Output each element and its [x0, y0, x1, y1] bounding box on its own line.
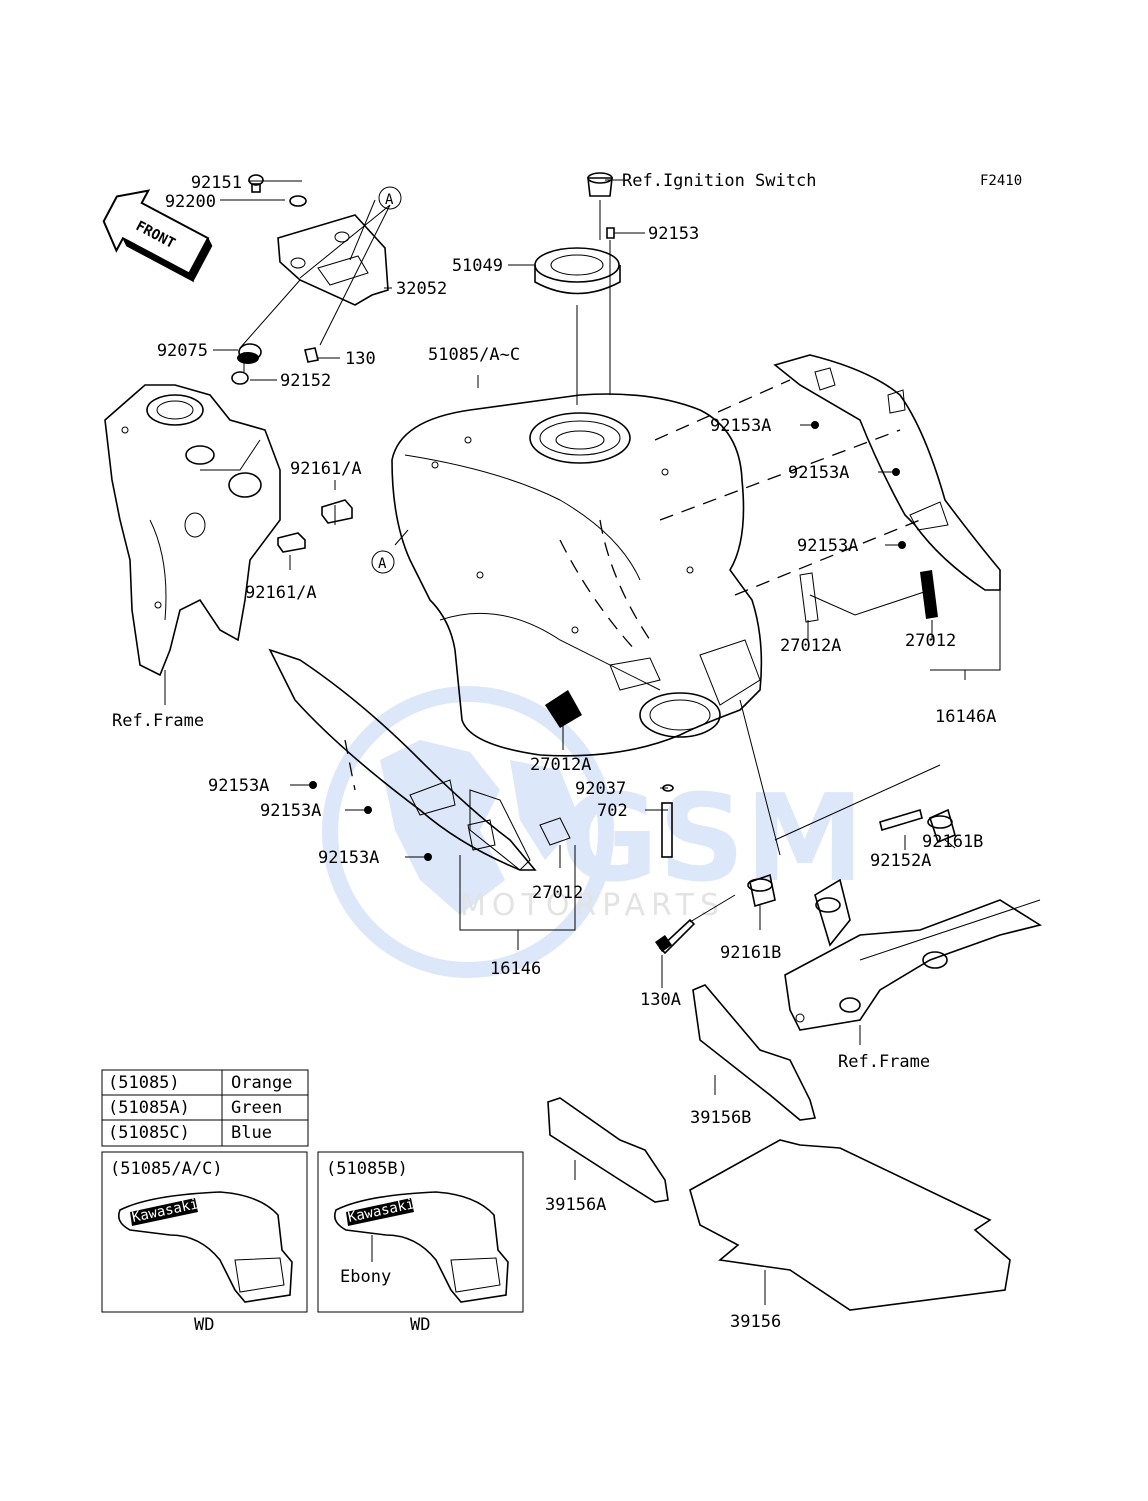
leader-lines: [164, 179, 1001, 1305]
fuel-cap-assembly: [534, 172, 621, 405]
label-92153a-r2: 92153A: [788, 463, 849, 483]
reference-marker-a-mid: A: [371, 550, 395, 574]
inset-2-note: Ebony: [340, 1267, 391, 1287]
reference-marker-a-top: A: [378, 186, 402, 210]
label-39156b: 39156B: [690, 1108, 751, 1128]
color-table-color-0: Orange: [231, 1073, 292, 1093]
watermark-sub: MOTORPARTS: [460, 888, 725, 923]
label-92161b-c: 92161B: [720, 943, 781, 963]
label-92152a: 92152A: [870, 851, 931, 871]
label-32052: 32052: [396, 279, 447, 299]
color-table-code-2: (51085C): [108, 1123, 190, 1143]
label-92153: 92153: [648, 224, 699, 244]
label-ref-ignition: Ref.Ignition Switch: [622, 171, 816, 191]
label-92153a-r1: 92153A: [710, 416, 771, 436]
color-table-color-1: Green: [231, 1098, 282, 1118]
left-frame-head: [104, 384, 281, 677]
inset-2-brand: Kawasaki: [347, 1196, 416, 1226]
inset-2-title: (51085B): [326, 1159, 408, 1179]
label-51085: 51085/A~C: [428, 345, 520, 365]
label-92075: 92075: [157, 341, 208, 361]
label-92037: 92037: [575, 779, 626, 799]
label-27012-c: 27012: [532, 883, 583, 903]
figure-code: F2410: [980, 173, 1022, 189]
color-table-code-0: (51085): [108, 1073, 180, 1093]
label-92161a-1: 92161/A: [290, 459, 362, 479]
label-92152: 92152: [280, 371, 331, 391]
fuel-tank: [391, 393, 763, 757]
right-stickers: [799, 570, 938, 623]
part-labels: 92151 92200 32052 92075 130 92152 Ref.Ig…: [112, 171, 996, 1332]
watermark-brand: GSM: [560, 770, 864, 909]
label-92151: 92151: [191, 173, 242, 193]
label-27012-r: 27012: [905, 631, 956, 651]
color-table-color-2: Blue: [231, 1123, 272, 1143]
label-27012a-r: 27012A: [780, 636, 841, 656]
label-ref-frame-right: Ref.Frame: [838, 1052, 930, 1072]
label-51049: 51049: [452, 256, 503, 276]
label-92153a-l1: 92153A: [208, 776, 269, 796]
label-702: 702: [597, 801, 628, 821]
front-arrow-icon: FRONT: [102, 189, 213, 283]
reference-marker-a-mid-label: A: [378, 556, 387, 572]
label-92153a-l3: 92153A: [318, 848, 379, 868]
color-table: (51085) Orange (51085A) Green (51085C) B…: [101, 1069, 309, 1147]
rubber-pads: [277, 499, 353, 553]
inset-1-caption: WD: [194, 1315, 214, 1335]
label-16146: 16146: [490, 959, 541, 979]
inset-51085b: (51085B) Kawasaki Ebony WD: [317, 1151, 524, 1335]
label-92161b-r: 92161B: [922, 832, 983, 852]
color-table-code-1: (51085A): [108, 1098, 190, 1118]
watermark: GSM MOTORPARTS: [322, 686, 864, 978]
label-39156a: 39156A: [545, 1195, 606, 1215]
inset-51085-a-c: (51085/A/C) Kawasaki WD: [101, 1151, 308, 1335]
dashed-leaders: [344, 379, 921, 791]
foam-pads: [547, 984, 1011, 1311]
inset-1-title: (51085/A/C): [110, 1159, 223, 1179]
label-ref-frame-left: Ref.Frame: [112, 711, 204, 731]
label-92153a-l2: 92153A: [260, 801, 321, 821]
label-39156: 39156: [730, 1312, 781, 1332]
label-92200: 92200: [165, 192, 216, 212]
right-frame: [784, 878, 1043, 1031]
left-side-cover: [268, 648, 571, 871]
label-92153a-r3: 92153A: [797, 536, 858, 556]
dampers: [739, 699, 956, 908]
inset-2-caption: WD: [410, 1315, 430, 1335]
bracket-assembly: [231, 174, 391, 385]
label-16146a: 16146A: [935, 707, 996, 727]
reference-marker-a-top-label: A: [385, 192, 394, 208]
label-92161a-2: 92161/A: [245, 583, 317, 603]
bolt-130a: [655, 894, 736, 955]
label-130a: 130A: [640, 990, 681, 1010]
center-sticker: [545, 690, 582, 728]
label-27012a-c: 27012A: [530, 755, 591, 775]
label-130: 130: [345, 349, 376, 369]
inset-1-brand: Kawasaki: [131, 1196, 200, 1226]
